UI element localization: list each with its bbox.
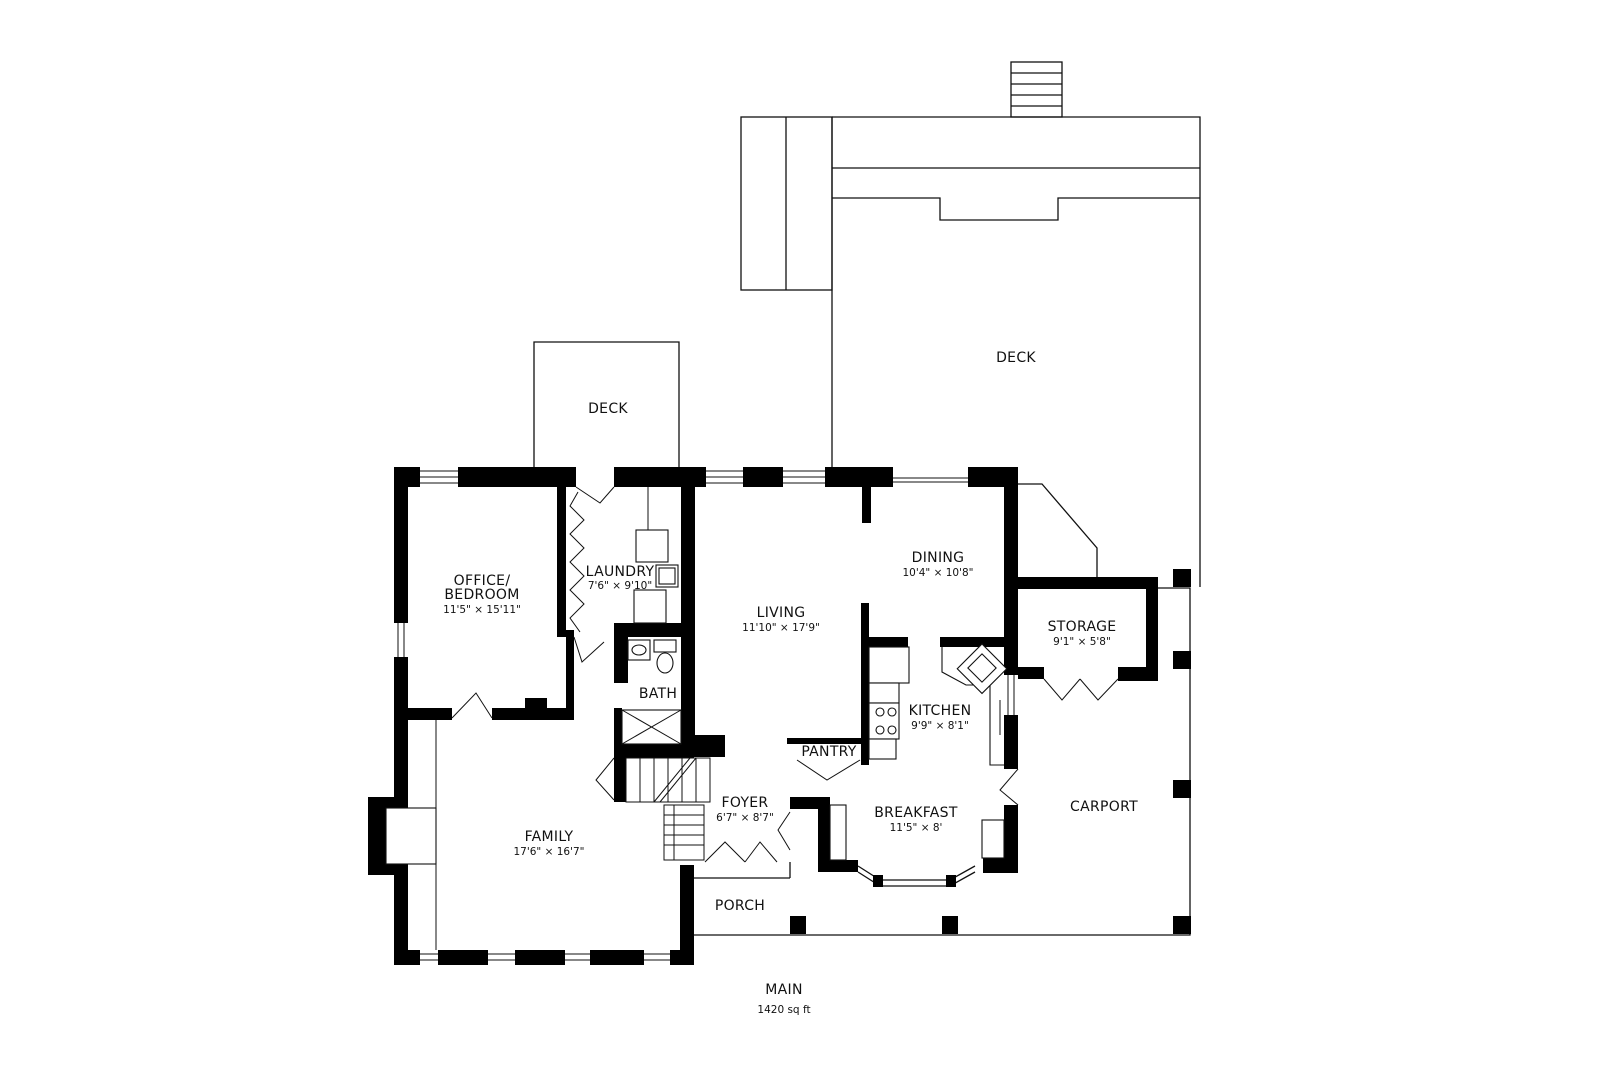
living-dims: 11'10" × 17'9" [742,622,820,634]
deck-large-label: DECK [996,350,1036,366]
stairs [625,757,711,861]
foyer-label: FOYER [722,795,769,811]
office-dims: 11'5" × 15'11" [443,604,521,616]
floor-area: 1420 sq ft [757,1004,810,1016]
storage-label: STORAGE [1048,619,1117,635]
laundry-closet-bifold [569,491,585,633]
dining-label: DINING [912,550,965,566]
living-label: LIVING [757,605,806,621]
kitchen-dims: 9'9" × 8'1" [911,720,969,732]
laundry-label: LAUNDRY [586,564,655,580]
office-label-line2: BEDROOM [444,587,519,603]
breakfast-label: BREAKFAST [874,805,958,821]
kitchen-label: KITCHEN [909,703,972,719]
laundry-dims: 7'6" × 9'10" [588,580,652,592]
walls [368,467,1191,965]
bath-label: BATH [639,686,677,702]
doors [451,486,1119,863]
porch-label: PORCH [715,898,765,914]
floor-caption: MAIN 1420 sq ft [757,982,810,1016]
chimney-top [1010,61,1063,118]
foyer-dims: 6'7" × 8'7" [716,812,774,824]
breakfast-dims: 11'5" × 8' [890,822,943,834]
pantry-label: PANTRY [801,744,856,760]
floor-name: MAIN [765,982,802,998]
office-label-line1: OFFICE/ [454,573,511,589]
carport-label: CARPORT [1070,799,1138,815]
room-labels: DECK DECK OFFICE/ BEDROOM 11'5" × 15'11"… [443,350,1138,914]
deck-small-label: DECK [588,401,628,417]
fixtures [385,487,1008,950]
dining-dims: 10'4" × 10'8" [903,567,974,579]
windows [397,470,1015,961]
carport-outline [694,587,1191,936]
storage-dims: 9'1" × 5'8" [1053,636,1111,648]
deck-large-outline [740,116,1201,587]
family-label: FAMILY [525,829,574,845]
deck-small-outline [533,341,680,470]
family-dims: 17'6" × 16'7" [514,846,585,858]
